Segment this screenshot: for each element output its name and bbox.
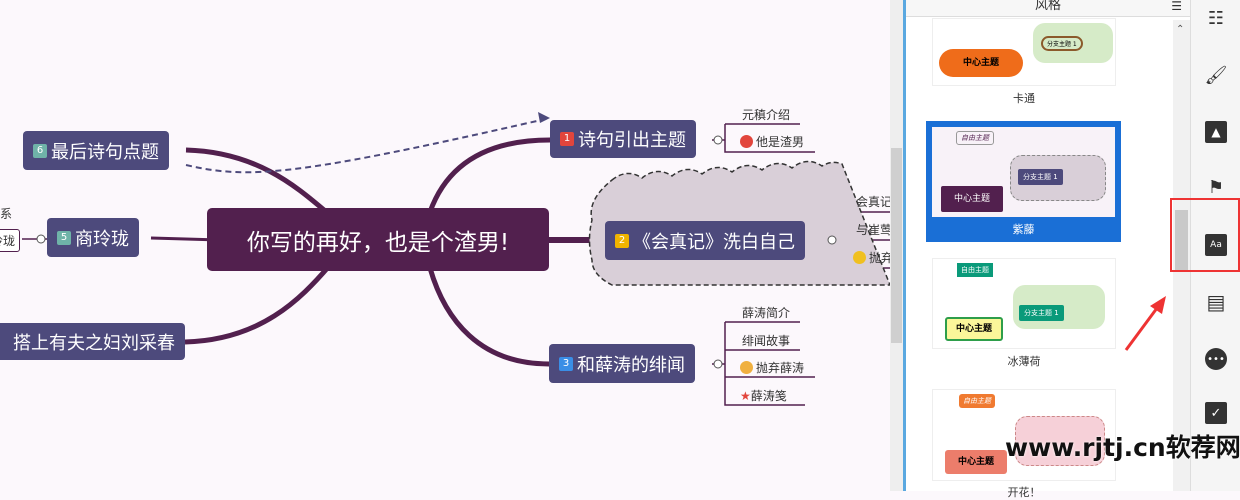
priority-3-icon: 3 [559, 356, 573, 371]
subtopic-label: 薛涛笺 [750, 389, 787, 403]
right-toolbar: ☷ 🖌 ▲ ⚑ Aa ▤ ••• ✓ [1190, 0, 1240, 491]
style-card-mint[interactable]: 自由主题 分支主题 1 中心主题 [932, 258, 1116, 349]
text-style-icon[interactable]: Aa [1205, 234, 1227, 256]
subtopic-label: 抛弃薛涛 [756, 361, 805, 375]
preview-branch: 分支主题 1 [1019, 305, 1064, 321]
panel-title: 风格 [1034, 0, 1061, 13]
topic-label: 最后诗句点题 [51, 141, 159, 163]
branch-line-3 [427, 267, 550, 367]
topic-5[interactable]: 5 商玲珑 [47, 218, 139, 257]
preview-branch: 分支主题 1 [1041, 36, 1083, 51]
style-name: 紫藤 [1012, 223, 1035, 236]
red-arrow-annotation [1124, 296, 1166, 351]
outline-icon[interactable]: ☷ [1207, 7, 1225, 29]
priority-6-icon: 6 [33, 143, 47, 158]
preview-center: 中心主题 [945, 450, 1007, 474]
topic-label: 《会真记》洗白自己 [633, 231, 795, 253]
panel-divider[interactable] [903, 0, 906, 491]
preview-free: 自由主题 [957, 263, 993, 277]
subtopic[interactable]: 薛涛简介 [742, 306, 791, 320]
branch-line-6 [185, 147, 332, 217]
preview-center: 中心主题 [945, 317, 1003, 341]
highlight-box [1170, 198, 1240, 272]
flag-icon[interactable]: ⚑ [1207, 176, 1225, 198]
panel-menu-icon[interactable]: ☰ [1171, 0, 1182, 13]
crying-face-icon [853, 251, 866, 264]
preview-free: 自由主题 [956, 131, 994, 145]
subtopic[interactable]: 抛弃 [853, 249, 890, 266]
preview-branch: 分支主题 1 [1018, 169, 1063, 185]
subtopic[interactable]: ★薛涛笺 [740, 387, 787, 404]
text-style-icon-label: Aa [1210, 240, 1222, 250]
branch-line-1 [427, 137, 551, 213]
topic-6[interactable]: 6 最后诗句点题 [23, 131, 169, 170]
priority-5-icon: 5 [57, 230, 71, 245]
style-panel: 风格 ☰ 中心主题 分支主题 1 卡通 自由主题 分支主题 1 中心主题 紫藤 自… [906, 0, 1190, 499]
watermark: www.rjtj.cn软荐网 [1005, 433, 1240, 462]
priority-1-icon: 1 [560, 132, 574, 146]
canvas-scrollbar[interactable] [890, 0, 903, 491]
topic-2[interactable]: 2 《会真记》洗白自己 [605, 221, 805, 260]
subtopic-label: 他是渣男 [756, 135, 805, 149]
priority-2-icon: 2 [615, 233, 629, 248]
style-card-wisteria[interactable]: 自由主题 分支主题 1 中心主题 紫藤 [926, 121, 1121, 242]
document-icon[interactable]: ▤ [1206, 290, 1226, 314]
central-topic[interactable]: 你写的再好，也是个渣男! [207, 208, 549, 271]
preview-center: 中心主题 [939, 49, 1023, 77]
branch-line-4 [184, 263, 332, 345]
topic-3[interactable]: 3 和薛涛的绯闻 [549, 344, 695, 383]
style-name: 冰薄荷 [1007, 355, 1041, 368]
style-card-cartoon[interactable]: 中心主题 分支主题 1 [932, 18, 1116, 86]
angry-face-icon [740, 361, 753, 374]
topic-4[interactable]: 搭上有夫之妇刘采春 [0, 323, 185, 360]
subtopic[interactable]: 与崔莺 [856, 223, 890, 237]
central-topic-label: 你写的再好，也是个渣男! [246, 229, 510, 256]
style-card-blossom[interactable]: 自由主题 中心主题 [932, 389, 1116, 481]
panel-header: 风格 ☰ [906, 0, 1190, 17]
preview-center: 中心主题 [941, 186, 1003, 212]
scrollbar-thumb[interactable] [891, 148, 902, 343]
subtopic[interactable]: 玲珑 [0, 229, 21, 252]
relation-line [185, 117, 551, 174]
topic-label: 商玲珑 [75, 228, 129, 250]
topic-label: 诗句引出主题 [578, 130, 686, 151]
style-name: 卡通 [1013, 92, 1035, 105]
task-icon[interactable]: ✓ [1205, 402, 1227, 424]
style-name: 开花！ [1007, 486, 1041, 499]
subtopic[interactable]: 抛弃薛涛 [740, 359, 804, 376]
topic-1[interactable]: 1 诗句引出主题 [550, 120, 696, 158]
topic-label: 搭上有夫之妇刘采春 [13, 332, 175, 354]
subtopic[interactable]: 他是渣男 [740, 133, 804, 150]
scroll-up-icon[interactable]: ⌃ [1176, 24, 1185, 35]
brush-icon[interactable]: 🖌 [1204, 64, 1228, 86]
subtopic-label: 抛弃 [869, 251, 890, 265]
topic-label: 和薛涛的绯闻 [577, 354, 685, 376]
angry-face-icon [740, 135, 753, 148]
image-icon[interactable]: ▲ [1205, 121, 1227, 143]
comment-icon[interactable]: ••• [1205, 348, 1227, 370]
panel-scrollbar[interactable]: ⌃ [1173, 20, 1190, 491]
scrollbar-thumb[interactable] [1175, 210, 1188, 270]
subtopic[interactable]: 会真记 [856, 195, 890, 209]
subtopic[interactable]: 关系 [0, 207, 13, 221]
subtopic[interactable]: 绯闻故事 [742, 334, 791, 348]
subtopic[interactable]: 元稹介绍 [742, 108, 791, 122]
star-icon: ★ [740, 389, 751, 403]
preview-free: 自由主题 [959, 394, 995, 408]
